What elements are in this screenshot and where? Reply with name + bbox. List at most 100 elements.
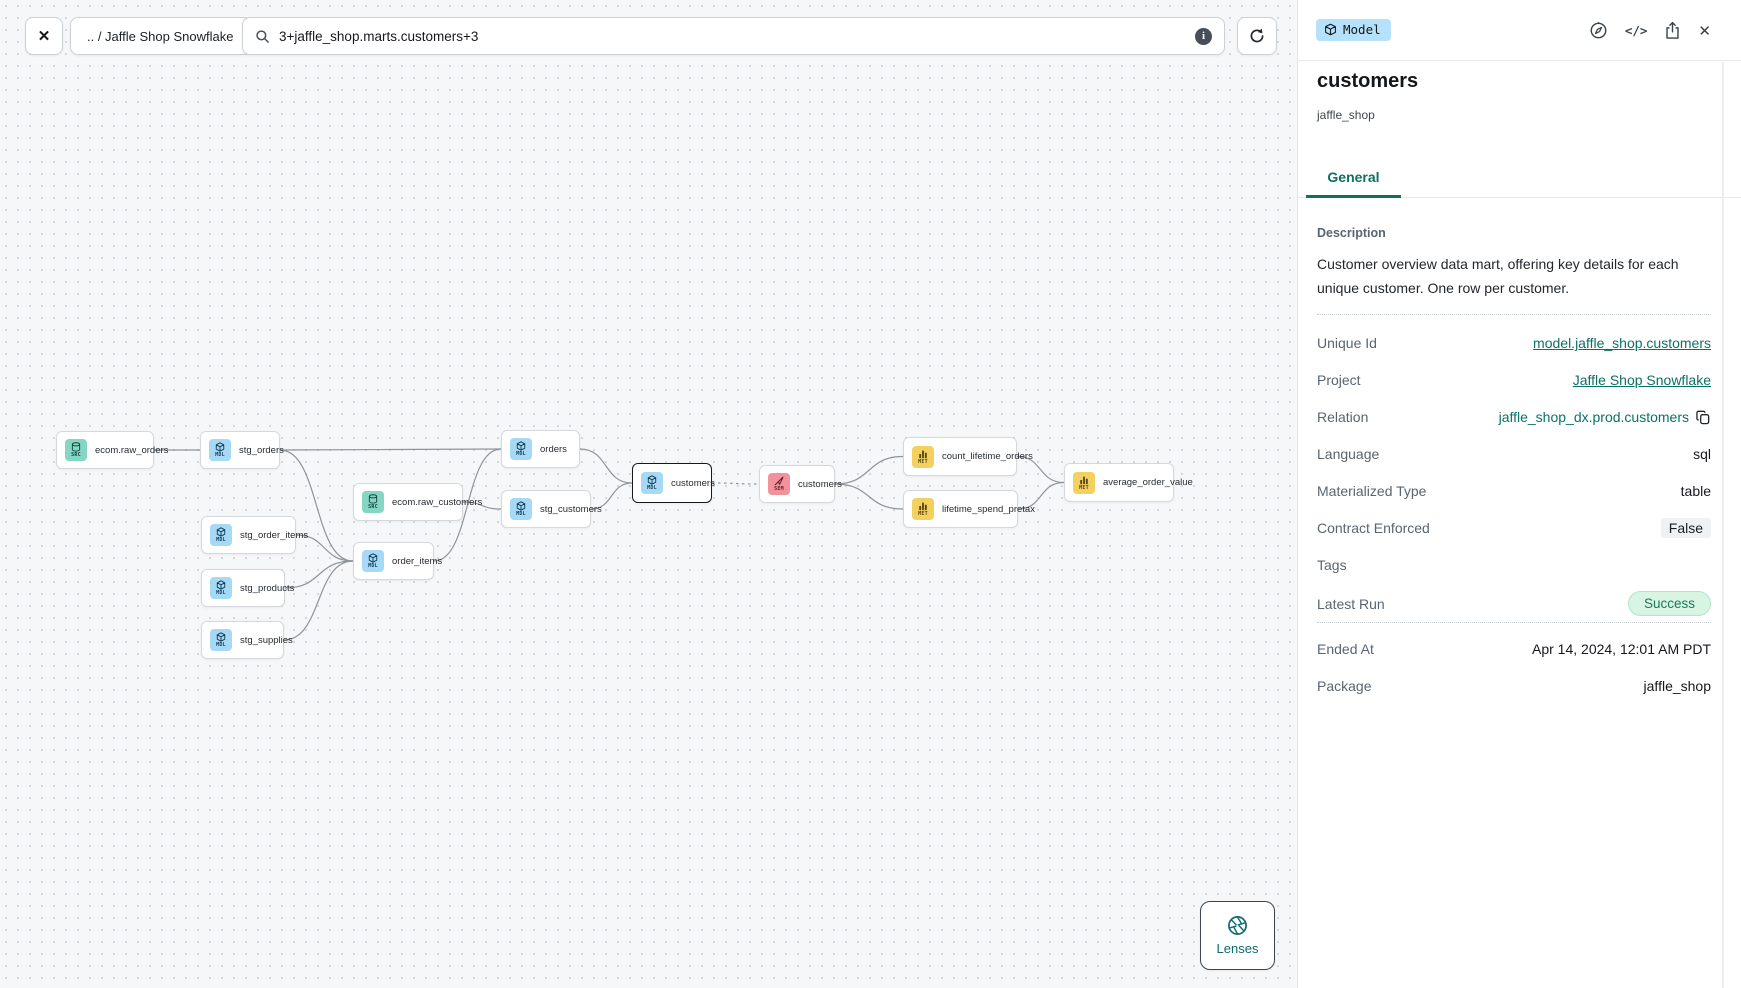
- met-node-icon: MET: [1073, 471, 1095, 494]
- lineage-node-stg_order_items[interactable]: MDL stg_order_items: [201, 516, 308, 554]
- field-label: Language: [1317, 446, 1380, 462]
- language-value: sql: [1693, 446, 1711, 462]
- field-row-unique-id: Unique Id model.jaffle_shop.customers: [1317, 332, 1711, 354]
- field-label: Materialized Type: [1317, 483, 1427, 499]
- mdl-node-icon: MDL: [210, 524, 232, 546]
- copy-icon[interactable]: [1696, 410, 1711, 425]
- model-badge-label: Model: [1343, 22, 1381, 37]
- field-row-materialized-type: Materialized Type table: [1317, 480, 1711, 502]
- close-icon: ✕: [37, 28, 51, 45]
- panel-subtitle: jaffle_shop: [1317, 108, 1375, 122]
- project-link[interactable]: Jaffle Shop Snowflake: [1572, 372, 1711, 388]
- src-node-icon: SRC: [362, 491, 384, 513]
- met-node-icon: MET: [912, 498, 934, 520]
- field-row-project: Project Jaffle Shop Snowflake: [1317, 369, 1711, 391]
- node-label: ecom.raw_customers: [392, 496, 483, 508]
- breadcrumb[interactable]: .. / Jaffle Shop Snowflake: [70, 17, 251, 55]
- src-node-icon: SRC: [65, 439, 87, 461]
- lineage-node-raw_customers[interactable]: SRC ecom.raw_customers: [353, 483, 482, 521]
- field-row-latest-run: Latest Run Success: [1317, 591, 1711, 616]
- field-row-relation: Relation jaffle_shop_dx.prod.customers: [1317, 406, 1711, 428]
- node-label: stg_customers: [540, 503, 602, 515]
- node-label: order_items: [392, 555, 443, 567]
- lineage-node-lifetime_spend_pretax[interactable]: MET lifetime_spend_pretax: [903, 490, 1035, 528]
- lineage-node-stg_customers[interactable]: MDL stg_customers: [501, 490, 602, 528]
- lineage-node-stg_products[interactable]: MDL stg_products: [201, 569, 294, 607]
- explore-compass-icon[interactable]: [1589, 21, 1608, 40]
- mdl-node-icon: MDL: [510, 438, 532, 460]
- description-label: Description: [1317, 226, 1386, 240]
- node-label: customers: [798, 478, 842, 490]
- status-badge-success: Success: [1627, 591, 1711, 616]
- lineage-node-stg_orders[interactable]: MDL stg_orders: [200, 431, 284, 469]
- field-row-package: Package jaffle_shop: [1317, 675, 1711, 697]
- lineage-node-stg_supplies[interactable]: MDL stg_supplies: [201, 621, 293, 659]
- refresh-button[interactable]: [1237, 17, 1277, 55]
- refresh-icon: [1250, 28, 1264, 43]
- mdl-node-icon: MDL: [209, 439, 231, 461]
- field-label: Tags: [1317, 557, 1347, 573]
- mdl-node-icon: MDL: [362, 550, 384, 572]
- node-label: lifetime_spend_pretax: [942, 503, 1035, 515]
- breadcrumb-label: .. / Jaffle Shop Snowflake: [87, 28, 234, 44]
- details-panel: Model </> ✕: [1297, 0, 1741, 988]
- node-label: stg_supplies: [240, 634, 293, 646]
- node-label: stg_products: [240, 582, 295, 594]
- field-label: Ended At: [1317, 641, 1374, 657]
- field-label: Contract Enforced: [1317, 520, 1430, 536]
- node-label: ecom.raw_orders: [95, 444, 169, 456]
- lenses-aperture-icon: [1228, 916, 1247, 935]
- lenses-label: Lenses: [1216, 941, 1259, 956]
- relation-value[interactable]: jaffle_shop_dx.prod.customers: [1498, 409, 1689, 425]
- package-value: jaffle_shop: [1643, 678, 1711, 694]
- model-cube-icon: [1325, 23, 1336, 36]
- mdl-node-icon: MDL: [210, 629, 232, 651]
- field-row-tags: Tags: [1317, 554, 1711, 576]
- panel-tabs: General: [1298, 158, 1741, 198]
- field-label: Latest Run: [1317, 595, 1385, 612]
- ended-at-value: Apr 14, 2024, 12:01 AM PDT: [1532, 641, 1711, 657]
- info-icon[interactable]: i: [1195, 27, 1212, 45]
- panel-header: Model </> ✕: [1298, 0, 1741, 61]
- field-label: Unique Id: [1317, 335, 1377, 351]
- lineage-node-orders[interactable]: MDL orders: [501, 430, 580, 468]
- close-panel-icon[interactable]: ✕: [1698, 22, 1711, 40]
- lineage-node-customers[interactable]: MDL customers: [632, 463, 715, 503]
- field-label: Package: [1317, 678, 1372, 694]
- node-label: stg_order_items: [240, 529, 309, 541]
- field-row-language: Language sql: [1317, 443, 1711, 465]
- node-label: orders: [540, 443, 567, 455]
- unique-id-link[interactable]: model.jaffle_shop.customers: [1533, 335, 1711, 351]
- panel-scrollbar[interactable]: [1722, 62, 1724, 988]
- mdl-node-icon: MDL: [641, 472, 663, 494]
- description-text: Customer overview data mart, offering ke…: [1317, 252, 1711, 315]
- share-icon[interactable]: [1664, 21, 1681, 40]
- mdl-node-icon: MDL: [210, 577, 232, 599]
- field-label: Relation: [1317, 409, 1369, 425]
- node-label: count_lifetime_orders: [942, 451, 1033, 462]
- search-input[interactable]: [279, 28, 1186, 44]
- mdl-node-icon: MDL: [510, 498, 532, 520]
- tab-general[interactable]: General: [1306, 158, 1401, 198]
- close-lineage-button[interactable]: ✕: [25, 17, 63, 55]
- met-node-icon: MET: [912, 445, 934, 468]
- panel-body: Description Customer overview data mart,…: [1298, 198, 1741, 988]
- lineage-search[interactable]: i: [242, 17, 1225, 55]
- lineage-node-average_order_value[interactable]: MET average_order_value: [1064, 463, 1193, 502]
- lineage-node-raw_orders[interactable]: SRC ecom.raw_orders: [56, 431, 168, 469]
- node-label: stg_orders: [239, 444, 284, 456]
- dotted-divider: [1317, 622, 1711, 623]
- field-label: Project: [1317, 372, 1361, 388]
- lenses-button[interactable]: Lenses: [1200, 901, 1275, 970]
- lineage-node-order_items[interactable]: MDL order_items: [353, 542, 442, 580]
- node-label: average_order_value: [1103, 477, 1193, 488]
- contract-enforced-badge: False: [1660, 518, 1711, 538]
- materialized-type-value: table: [1680, 483, 1711, 499]
- node-label: customers: [671, 477, 715, 489]
- view-code-icon[interactable]: </>: [1624, 23, 1648, 38]
- model-type-badge: Model: [1316, 19, 1391, 41]
- lineage-node-count_lifetime_orders[interactable]: MET count_lifetime_orders: [903, 437, 1033, 476]
